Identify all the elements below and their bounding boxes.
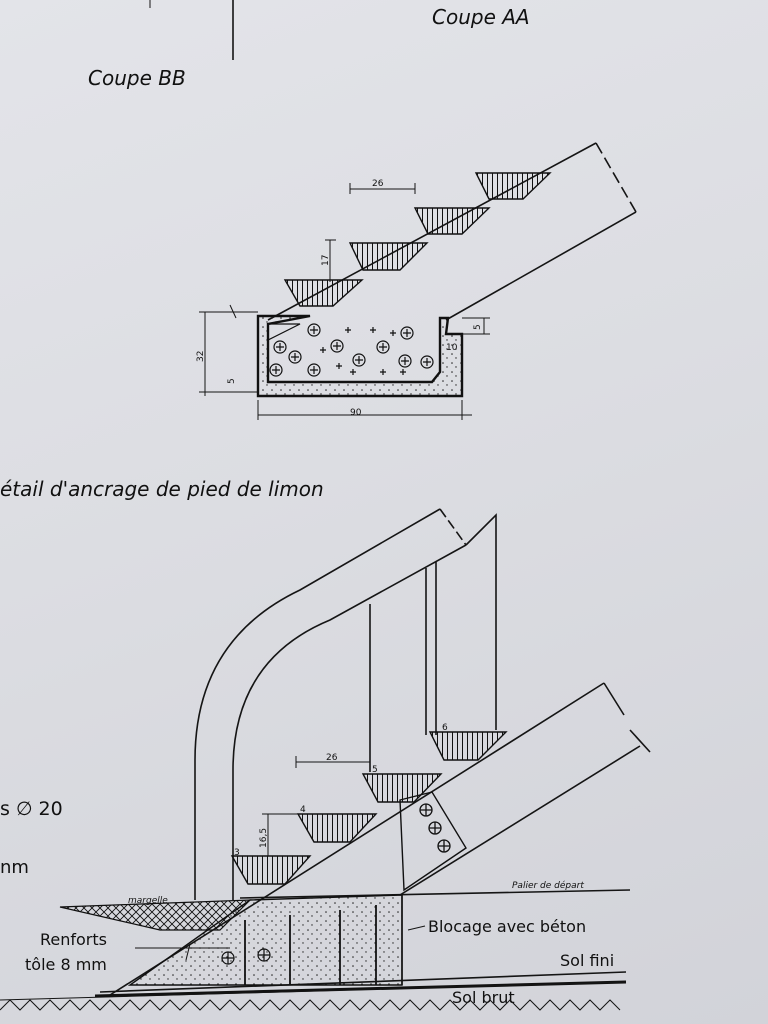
step-number-5: 5 <box>372 765 378 775</box>
step-number-6: 6 <box>442 723 448 733</box>
detail-stringer-bottom <box>399 745 641 896</box>
detail-riser-value: 16,5 <box>259 828 269 848</box>
anchor-plate <box>399 791 467 892</box>
bb-height-value: 32 <box>196 351 206 362</box>
bb-width-value: 90 <box>350 408 362 418</box>
reinforcement-bars <box>244 905 377 985</box>
bb-right-small-value: 5 <box>473 324 483 330</box>
section-bb-drawing: 26 17 32 5 90 5 10 <box>196 142 637 420</box>
renforts-label: Renforts <box>40 930 107 949</box>
bb-step-4 <box>474 172 552 200</box>
renforts-tole-label: tôle 8 mm <box>25 955 107 974</box>
detail-step-5 <box>361 773 443 803</box>
plate-bolts <box>419 803 451 853</box>
bb-step-1 <box>283 279 364 307</box>
handrail-inner <box>232 544 467 900</box>
bb-step-3 <box>413 207 491 235</box>
post-right <box>465 513 497 730</box>
detail-drawing: 3 4 5 6 26 16,5 margelle Palier de dépar… <box>0 508 651 1011</box>
reinforcement-plate <box>185 943 191 961</box>
step-number-3: 3 <box>234 848 240 858</box>
section-bb-title: Coupe BB <box>88 66 186 90</box>
detail-step-4 <box>296 813 378 843</box>
stringer-break-2 <box>629 729 651 753</box>
blocage-leader <box>407 925 426 931</box>
palier-label: Palier de départ <box>512 880 584 891</box>
detail-tread-value: 26 <box>326 753 338 763</box>
ground-line <box>0 981 627 1001</box>
bb-step-2 <box>348 242 429 271</box>
handrail-break <box>439 508 467 546</box>
sol-fini-line <box>99 971 627 993</box>
palier-line <box>239 889 631 899</box>
section-aa-title: Coupe AA <box>432 5 530 29</box>
left-cut-label-1: s ∅ 20 <box>0 798 63 820</box>
ground-zigzag <box>0 999 621 1011</box>
bb-riser-value: 17 <box>321 255 331 266</box>
bb-base-value: 5 <box>227 378 237 384</box>
blocage-label: Blocage avec béton <box>428 917 587 936</box>
sol-fini-label: Sol fini <box>560 951 615 970</box>
left-cut-label-2: nm <box>0 857 29 878</box>
bb-right-inner-value: 10 <box>446 343 458 353</box>
step-number-4: 4 <box>300 805 306 815</box>
margelle-label: margelle <box>128 896 168 906</box>
detail-title: étail d'ancrage de pied de limon <box>0 477 324 501</box>
detail-step-3 <box>230 855 312 885</box>
bb-tread-value: 26 <box>372 179 384 189</box>
handrail-outer <box>194 508 441 900</box>
detail-step-6 <box>428 731 508 761</box>
stringer-break-1 <box>603 682 625 716</box>
bb-rebars <box>269 323 434 377</box>
block-rebars <box>221 948 271 965</box>
stringer-break <box>595 142 637 213</box>
stringer-bottom-edge <box>445 211 637 321</box>
